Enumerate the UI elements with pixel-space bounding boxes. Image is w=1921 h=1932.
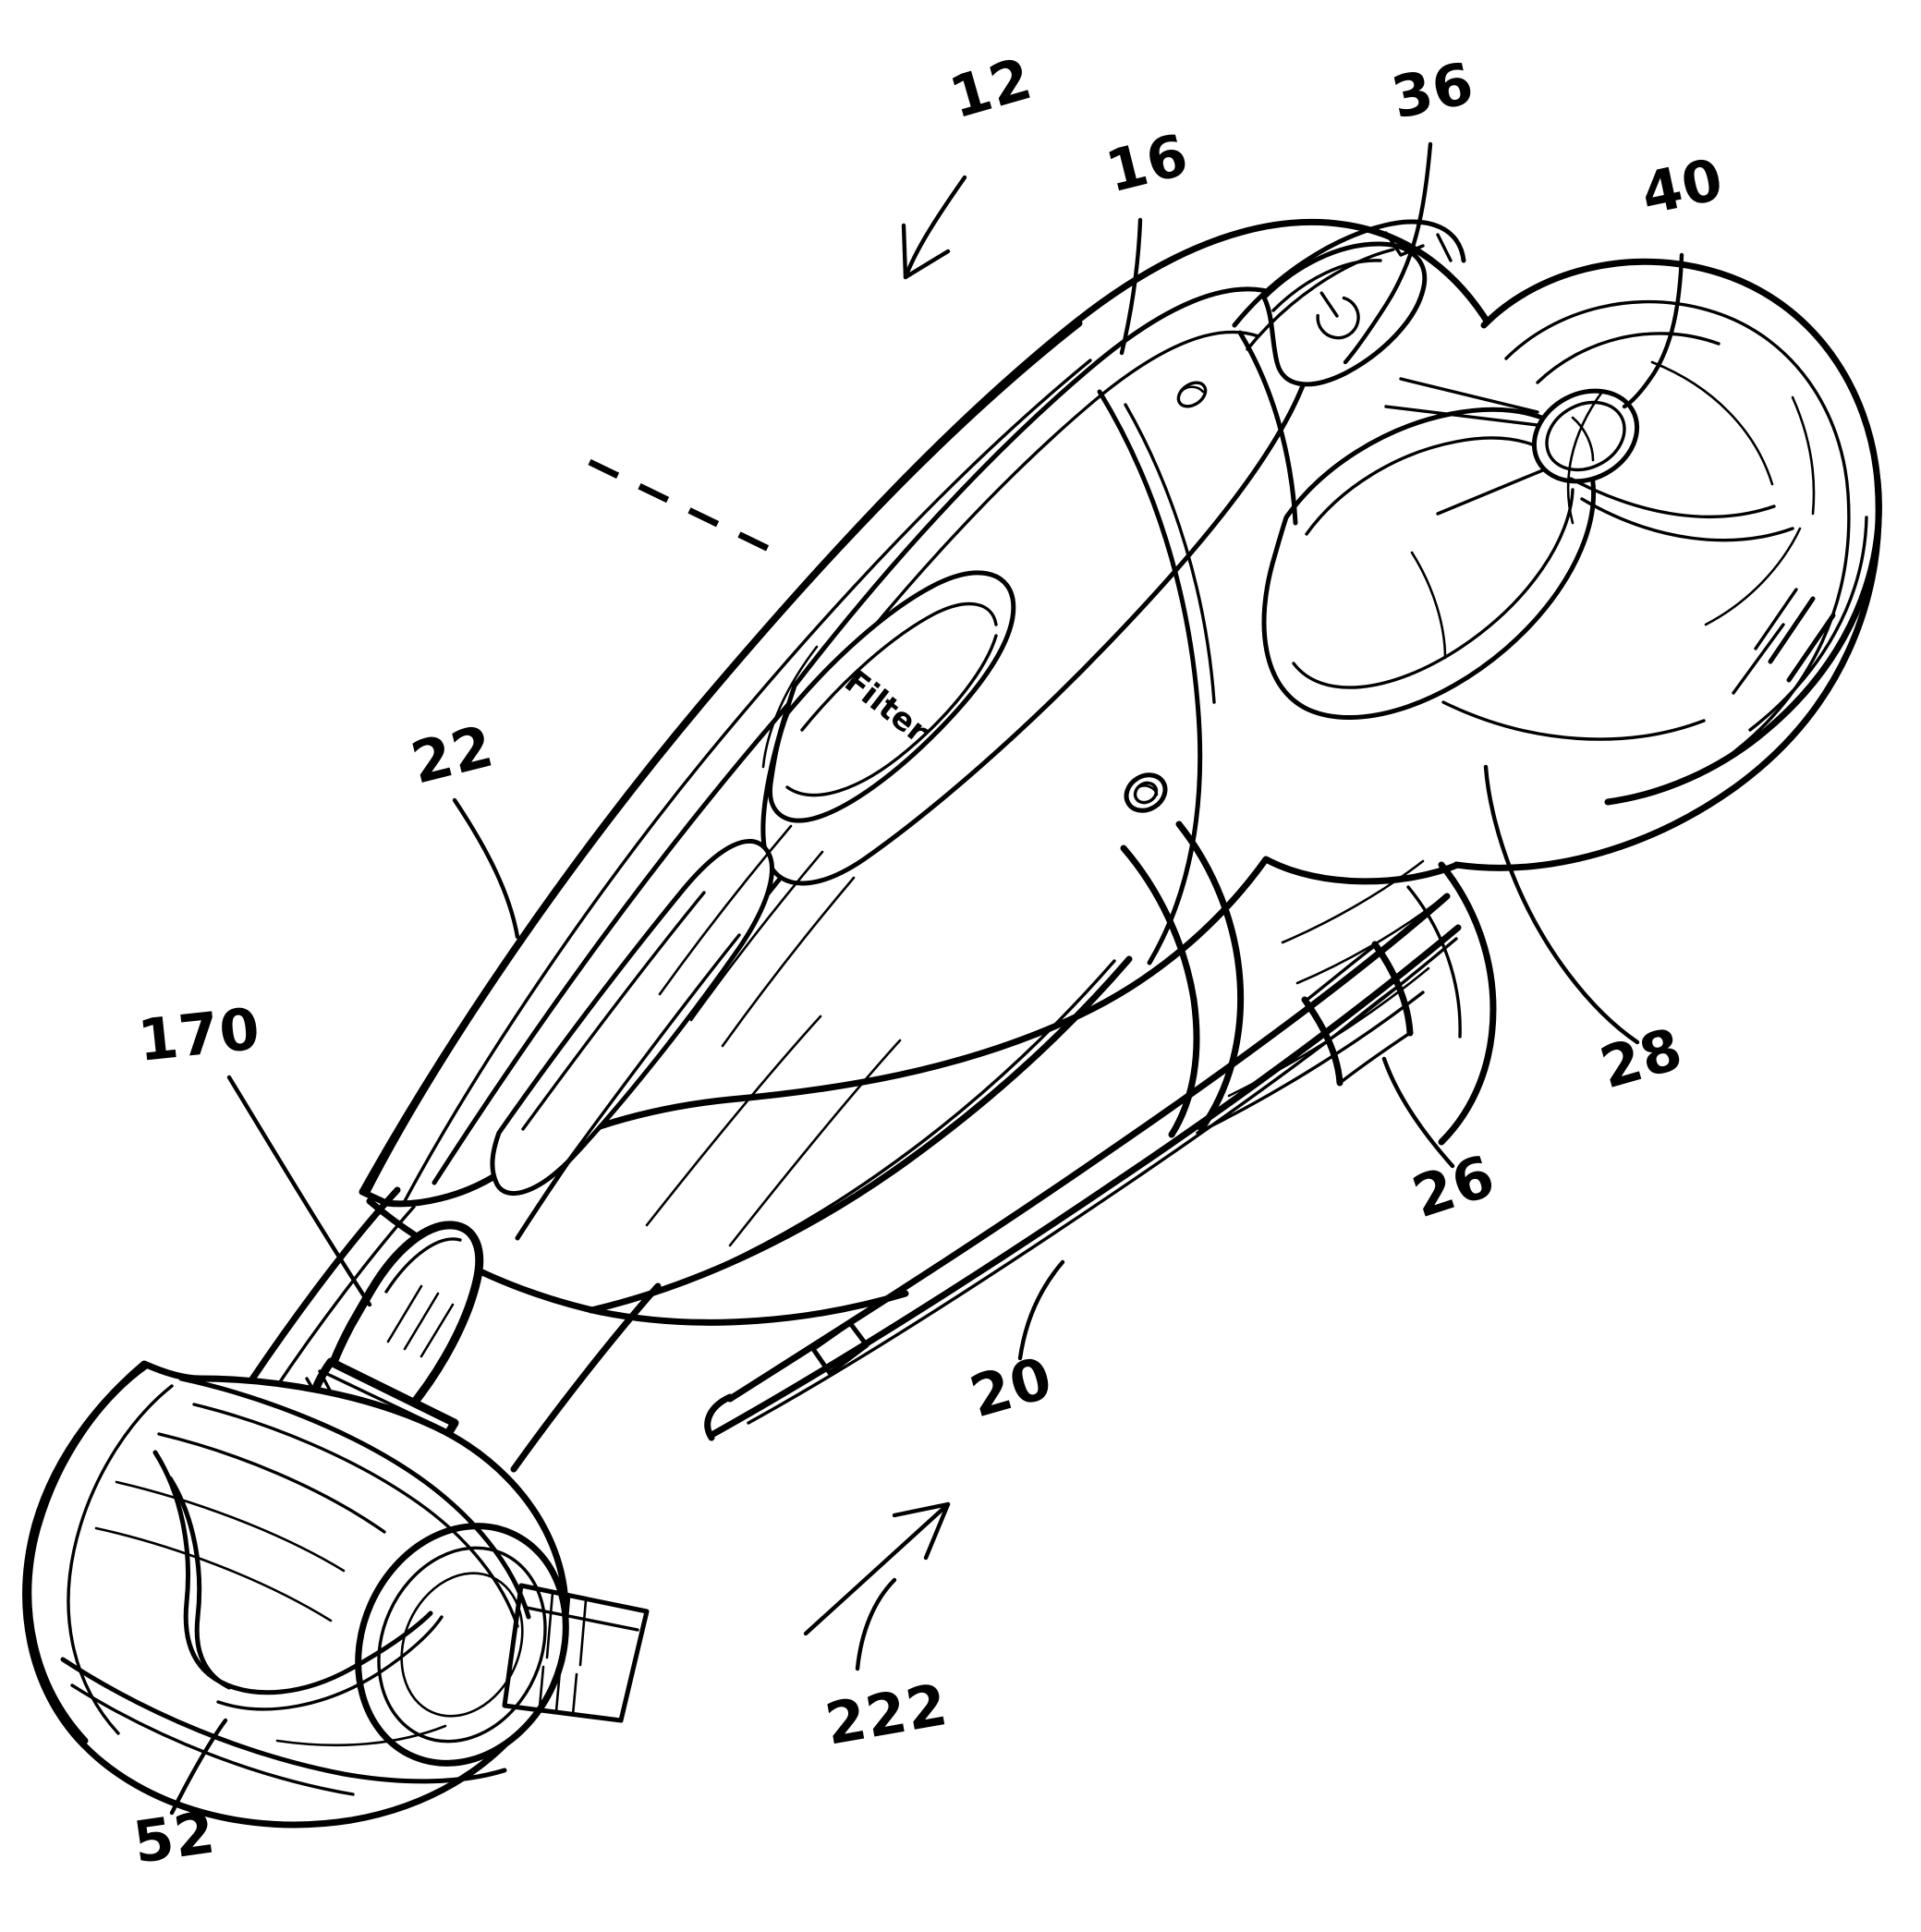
nose-recessed-slot-inner2: [564, 933, 741, 1166]
cyclone-inner-highlight: [1410, 551, 1447, 660]
handle-grip-highlights: [1281, 859, 1440, 985]
latch-button-bevel: [384, 1237, 462, 1294]
nozzle-neck-left-edge-inner: [272, 1205, 416, 1393]
filter-release-button[interactable]: Filter: [761, 570, 1016, 823]
dirt-cup-inner-rib2: [1580, 497, 1794, 542]
power-button[interactable]: [1232, 219, 1466, 387]
handle-grip-front-edge: [1175, 820, 1245, 1133]
callout-170-label: 170: [135, 994, 263, 1074]
nozzle-head-top-seam: [178, 1376, 531, 1620]
body-upper-rear-seam: [1237, 330, 1298, 526]
callout-52: 52: [129, 1718, 228, 1877]
callout-36: 36: [1343, 49, 1480, 365]
body-dirtcup-seam: [1097, 330, 1298, 966]
body-rear-seam-inner: [1124, 403, 1216, 704]
nozzle-head-bottom-seam: [60, 1657, 507, 1784]
dirt-cup-shell-ridge: [1536, 332, 1720, 384]
top-window-panel-inner: [811, 330, 1260, 704]
nozzle-head-surface-highlights: [94, 1480, 447, 1746]
handle-grip-rear-edge: [1438, 861, 1497, 1146]
filter-button-bevel-lower: [785, 634, 998, 797]
power-button-surround-upper: [1232, 219, 1466, 328]
body-highlight-strokes: [645, 824, 902, 1247]
power-button-surround-inner: [1246, 248, 1395, 351]
filter-button-face[interactable]: [767, 570, 1016, 823]
nose-recessed-slot-inner: [521, 891, 706, 1131]
handle-arm-detail-notch: [810, 1320, 869, 1376]
dirt-cup-highlights: [1566, 360, 1816, 626]
nozzle-neck-right-edge: [510, 1282, 662, 1473]
top-panel-dimple-icon: [1176, 381, 1208, 408]
cyclone-cone: [1384, 377, 1640, 516]
callout-40: 40: [1622, 145, 1730, 409]
handle-grip-underside: [1196, 990, 1425, 1135]
power-button-face[interactable]: [1261, 241, 1428, 387]
cyclone-inner-bowl-lower: [1292, 488, 1574, 689]
power-button-bevel: [1271, 259, 1382, 312]
filter-button-bevel: [800, 601, 998, 732]
power-button-facet2: [1436, 233, 1453, 262]
nose-recessed-slot: [490, 839, 774, 1197]
dirt-cup: [1261, 258, 1882, 871]
nozzle-head-side-plate: [502, 1583, 650, 1723]
nozzle-head-bottom-seam-inner: [70, 1683, 355, 1796]
brush-roll-nozzle-head: [22, 1360, 650, 1829]
nozzle-head-left-cap: [25, 1362, 150, 1744]
dirt-cup-outer-shell-inner: [1504, 299, 1851, 761]
filter-button-edge-shadow: [761, 645, 819, 769]
handle-collar-bottom-arc: [1338, 1031, 1412, 1085]
nozzle-head-top-seam-inner2: [157, 1432, 386, 1534]
top-panel-dimple-detail: [1179, 385, 1205, 394]
dirt-cup-inner-rib1: [1569, 477, 1776, 518]
dirt-cup-tail: [1604, 477, 1882, 806]
callout-36-label: 36: [1386, 49, 1480, 132]
latch-button-highlights: [386, 1284, 455, 1358]
handle-grip-rear-edge-inner: [1406, 885, 1462, 1039]
nozzle-head-top-seam-inner: [192, 1403, 519, 1628]
dirt-cup-vent-slots: [1732, 588, 1836, 695]
handle-arm-tip: [704, 1393, 734, 1441]
front-axis-centerline: [588, 458, 774, 554]
power-button-facet: [1384, 231, 1425, 257]
nozzle-head-channel-lower: [216, 1615, 444, 1711]
handle-collar-right-edge: [1371, 941, 1414, 1037]
nozzle-head-channel-inner: [167, 1476, 232, 1690]
power-symbol-icon: [1316, 291, 1360, 340]
body-lower-under-sweep-inner: [645, 959, 1116, 1297]
handle-grip-front-edge-inner: [1120, 844, 1200, 1138]
handle-assembly: [704, 820, 1497, 1441]
handle-collar-top-arc: [1303, 942, 1379, 1003]
callout-52-label: 52: [129, 1798, 220, 1877]
dirt-cup-tail-inner: [1748, 516, 1868, 732]
body-top-ridge: [364, 320, 1083, 1194]
nozzle-neck-left-edge: [248, 1186, 401, 1384]
body-rear-seam: [1097, 389, 1203, 966]
callout-170: 170: [135, 994, 372, 1307]
nozzle-head-left-cap-inner: [67, 1384, 174, 1735]
callout-40-label: 40: [1635, 145, 1730, 228]
dirt-cup-inner-rib3: [1441, 700, 1706, 741]
pivot-screw-boss: [1124, 772, 1168, 813]
body-top-ridge-inner: [403, 358, 1092, 1203]
